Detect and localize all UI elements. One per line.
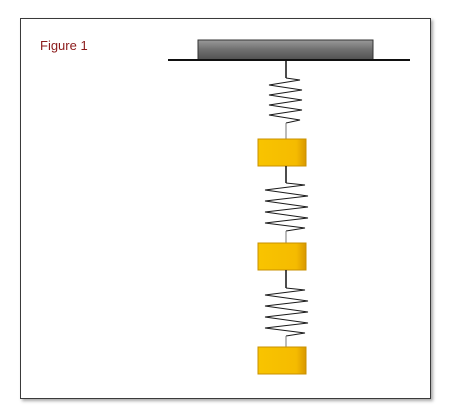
spring-1 [268, 77, 303, 124]
figure-frame [20, 18, 431, 399]
figure-label: Figure 1 [40, 38, 88, 53]
spring-2 [264, 182, 309, 232]
spring-3 [264, 287, 309, 337]
ceiling-support [197, 39, 374, 61]
mass-1 [257, 138, 307, 167]
mass-3 [257, 346, 307, 375]
mass-2 [257, 242, 307, 271]
